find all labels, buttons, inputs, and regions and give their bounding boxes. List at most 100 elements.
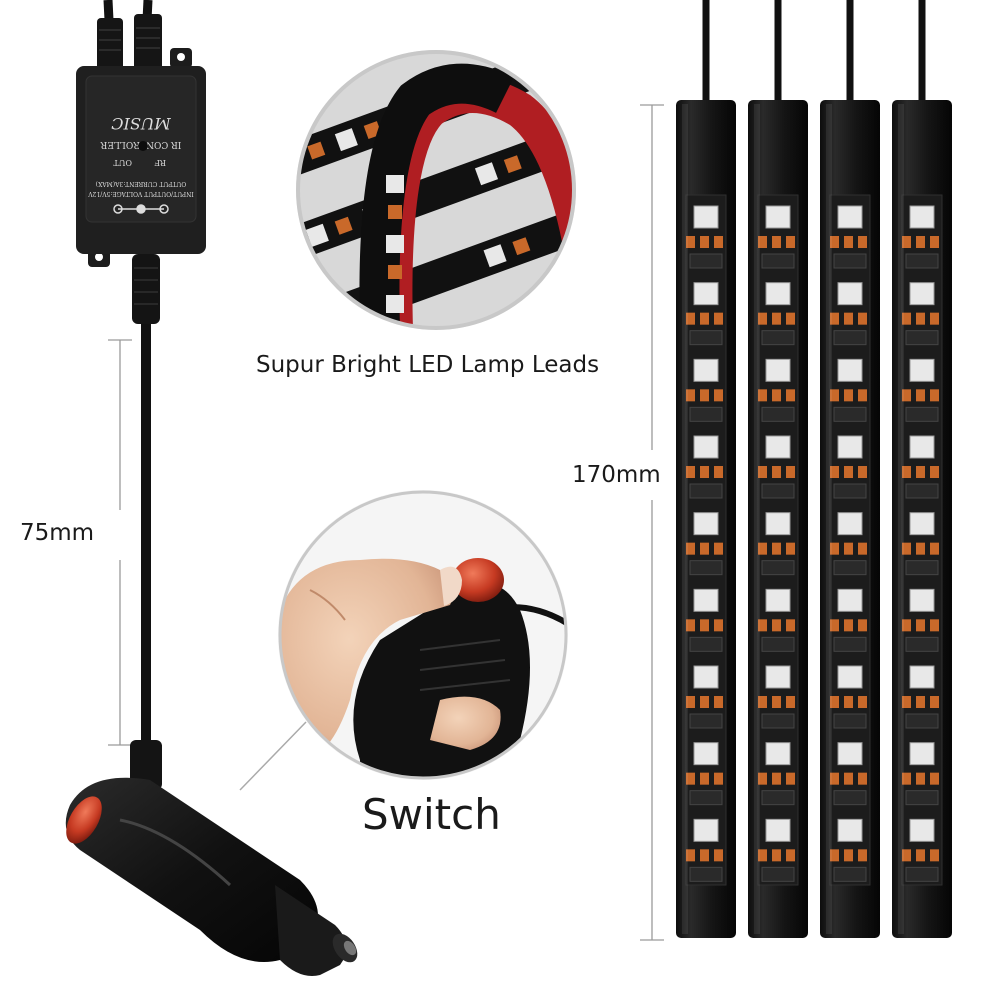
resistor xyxy=(786,772,795,785)
led-chip xyxy=(909,512,935,536)
resistor xyxy=(858,772,867,785)
resistor xyxy=(858,236,867,248)
resistor xyxy=(686,236,695,248)
resistor xyxy=(916,849,925,862)
solder-pad xyxy=(905,713,939,729)
resistor xyxy=(916,312,925,325)
solder-pad xyxy=(689,866,723,882)
resistor xyxy=(758,236,767,248)
resistor xyxy=(844,772,853,785)
controller-out-label: OUT xyxy=(113,158,132,167)
led-chip xyxy=(837,435,863,459)
led-chip xyxy=(693,435,719,459)
resistor xyxy=(686,389,695,402)
resistor xyxy=(930,772,939,785)
led-chip xyxy=(909,358,935,382)
led-chip xyxy=(693,358,719,382)
resistor xyxy=(916,772,925,785)
led-chip xyxy=(837,818,863,842)
resistor xyxy=(902,849,911,862)
light-bar-pcb xyxy=(829,194,871,886)
solder-pad xyxy=(689,560,723,576)
solder-pad xyxy=(833,866,867,882)
resistor xyxy=(772,389,781,402)
resistor xyxy=(700,696,709,708)
led-chip xyxy=(909,742,935,766)
solder-pad xyxy=(761,713,795,729)
strip-length-dimension xyxy=(640,104,664,941)
controller-spec-line-1: INPUT/OUTPUT VOLTAGE:5V/12V xyxy=(88,190,194,197)
led-chip xyxy=(909,435,935,459)
ir-sensor xyxy=(138,141,148,151)
solder-pad xyxy=(761,253,795,269)
switch-closeup-circle xyxy=(239,490,568,791)
resistor xyxy=(786,849,795,862)
led-chip xyxy=(909,588,935,612)
resistor xyxy=(930,466,939,478)
resistor xyxy=(772,542,781,555)
resistor xyxy=(902,542,911,555)
resistor xyxy=(772,312,781,325)
solder-pad xyxy=(689,483,723,499)
resistor xyxy=(786,696,795,708)
resistor xyxy=(714,389,723,402)
resistor xyxy=(930,849,939,862)
resistor xyxy=(844,312,853,325)
led-chip xyxy=(693,665,719,689)
solder-pad xyxy=(833,560,867,576)
resistor xyxy=(714,619,723,632)
resistor xyxy=(830,849,839,862)
resistor xyxy=(916,236,925,248)
light-bar-2 xyxy=(748,0,808,938)
resistor xyxy=(902,312,911,325)
resistor xyxy=(714,466,723,478)
resistor xyxy=(758,772,767,785)
resistor xyxy=(858,542,867,555)
solder-pad xyxy=(833,636,867,652)
resistor xyxy=(686,619,695,632)
resistor xyxy=(930,312,939,325)
resistor xyxy=(714,772,723,785)
resistor xyxy=(844,466,853,478)
resistor xyxy=(686,542,695,555)
controller-rf-label: RF xyxy=(154,158,166,167)
resistor xyxy=(772,466,781,478)
resistor xyxy=(686,466,695,478)
resistor xyxy=(714,849,723,862)
resistor xyxy=(786,542,795,555)
led-chip xyxy=(837,282,863,306)
resistor xyxy=(772,236,781,248)
resistor xyxy=(902,389,911,402)
resistor xyxy=(844,619,853,632)
resistor xyxy=(830,542,839,555)
plug-switch-button xyxy=(66,796,102,844)
resistor xyxy=(758,696,767,708)
solder-pad xyxy=(905,253,939,269)
solder-pad xyxy=(761,790,795,806)
solder-pad xyxy=(905,406,939,422)
led-chip xyxy=(765,742,791,766)
resistor xyxy=(844,696,853,708)
light-bar-pcb xyxy=(757,194,799,886)
led-chip xyxy=(837,665,863,689)
resistor xyxy=(686,696,695,708)
resistor xyxy=(772,772,781,785)
resistor xyxy=(844,389,853,402)
solder-pad xyxy=(761,330,795,346)
resistor xyxy=(830,619,839,632)
led-closeup-circle xyxy=(296,50,576,330)
resistor xyxy=(772,619,781,632)
led-light-bars xyxy=(676,0,952,938)
led-chip xyxy=(909,665,935,689)
resistor xyxy=(700,312,709,325)
solder-pad xyxy=(905,866,939,882)
solder-pad xyxy=(689,713,723,729)
solder-pad xyxy=(905,330,939,346)
resistor xyxy=(786,389,795,402)
light-bar-highlight xyxy=(754,104,760,934)
solder-pad xyxy=(689,330,723,346)
strip-length-label: 170mm xyxy=(570,462,663,488)
resistor xyxy=(902,236,911,248)
leads-caption: Supur Bright LED Lamp Leads xyxy=(256,352,600,378)
led-chip xyxy=(765,282,791,306)
